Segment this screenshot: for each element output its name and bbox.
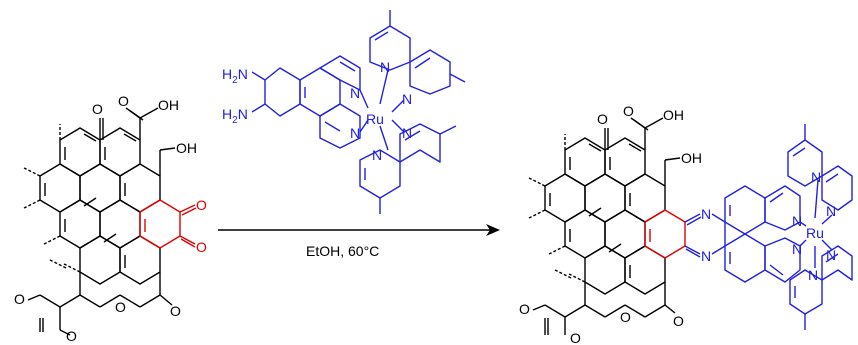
reagent-labels: H2N H2N N N Ru N N N N: [222, 59, 412, 163]
left-dione-bond-2: [179, 235, 196, 245]
reagent-bpy2-n-1: N: [402, 125, 412, 141]
product-aromatic-core: [544, 137, 666, 295]
left-acid-carbonyl-o: O: [118, 93, 129, 109]
left-lactone-region: [27, 272, 173, 336]
reagent-complex: [251, 10, 466, 214]
reaction-conditions: EtOH, 60°C: [306, 243, 379, 259]
reagent-bipyridine-top: [369, 10, 466, 95]
product-pyrazine-n-1: N: [701, 206, 711, 222]
left-dione-o-1: O: [196, 197, 207, 213]
left-dione-ring: [139, 199, 197, 249]
product-bpy1-n-1: N: [811, 169, 821, 185]
product-bpy1-n-2: N: [826, 203, 836, 219]
product-pyrazine-n-2: N: [701, 248, 711, 264]
left-acid-oh: OH: [158, 97, 179, 113]
left-phenol-oh: OH: [176, 140, 197, 156]
product-ru-complex: [787, 124, 853, 330]
product-phen-n-1: N: [792, 213, 802, 229]
left-aromatic-core: [39, 127, 161, 285]
left-molecule: [23, 107, 197, 336]
product-acid-oh: OH: [663, 107, 684, 123]
product-phenol-oh: OH: [681, 150, 702, 166]
product-phen-n-2: N: [792, 241, 802, 257]
product-labels: O O OH OH N N N N Ru N N N N O O O O: [519, 103, 836, 345]
reagent-ru: Ru: [366, 111, 384, 127]
reagent-bpy1-n-2: N: [402, 91, 412, 107]
product-molecule: [528, 117, 853, 335]
left-truncation-marks: [23, 124, 81, 273]
reagent-bpy2-n-2: N: [372, 147, 382, 163]
reagent-amine-2: H2N: [222, 106, 248, 126]
left-lactone-o: O: [170, 303, 181, 319]
product-lactone-o-ring: O: [620, 309, 631, 325]
product-truncation-marks: [528, 134, 586, 283]
product-bpy2-n-1: N: [826, 247, 836, 263]
product-pyrazine-link: [684, 185, 801, 283]
reagent-phen-n-1: N: [350, 85, 360, 101]
product-enone-o-top: O: [519, 301, 530, 317]
left-ketone-o: O: [92, 101, 103, 117]
product-acid-arm: [604, 117, 681, 186]
left-molecule-labels: O O OH OH O O O O O O: [14, 93, 207, 344]
left-dione-o-2: O: [196, 239, 207, 255]
product-fused-ring: [644, 209, 686, 259]
left-dione-bond-1: [179, 204, 196, 213]
reagent-bpy1-n-1: N: [380, 59, 390, 75]
reaction-arrow: [218, 224, 500, 236]
left-acid-arm: [99, 107, 176, 176]
reagent-phenanthroline: [251, 55, 361, 149]
product-bpy2-n-2: N: [808, 267, 818, 283]
product-enone-o-bottom: O: [570, 330, 581, 345]
reagent-phen-n-2: N: [350, 125, 360, 141]
reagent-ru-bonds: [359, 69, 405, 151]
left-enone-o-bottom: O: [66, 328, 77, 344]
product-lactone-region: [532, 282, 676, 335]
product-ketone-o: O: [597, 111, 608, 127]
left-lactone-o-ring: O: [115, 299, 126, 315]
left-enone-o-top: O: [14, 291, 25, 307]
reagent-amine-1: H2N: [222, 66, 248, 86]
product-acid-carbonyl-o: O: [623, 103, 634, 119]
product-ru: Ru: [806, 225, 824, 241]
product-lactone-o: O: [673, 313, 684, 329]
reagent-bipyridine-bottom: [359, 123, 457, 214]
